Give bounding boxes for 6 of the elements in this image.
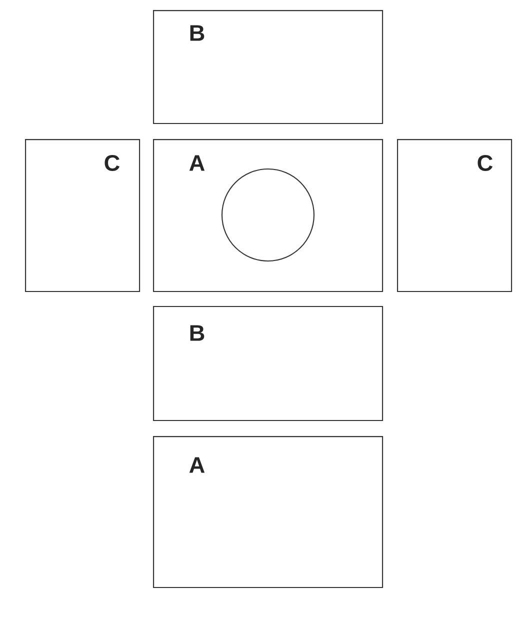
panel-box: A — [153, 139, 384, 292]
panel-box: C — [397, 139, 512, 292]
panel-box: B — [153, 10, 384, 124]
panel-box: A — [153, 436, 384, 588]
panel-box: B — [153, 306, 384, 422]
panel-box: C — [25, 139, 140, 292]
